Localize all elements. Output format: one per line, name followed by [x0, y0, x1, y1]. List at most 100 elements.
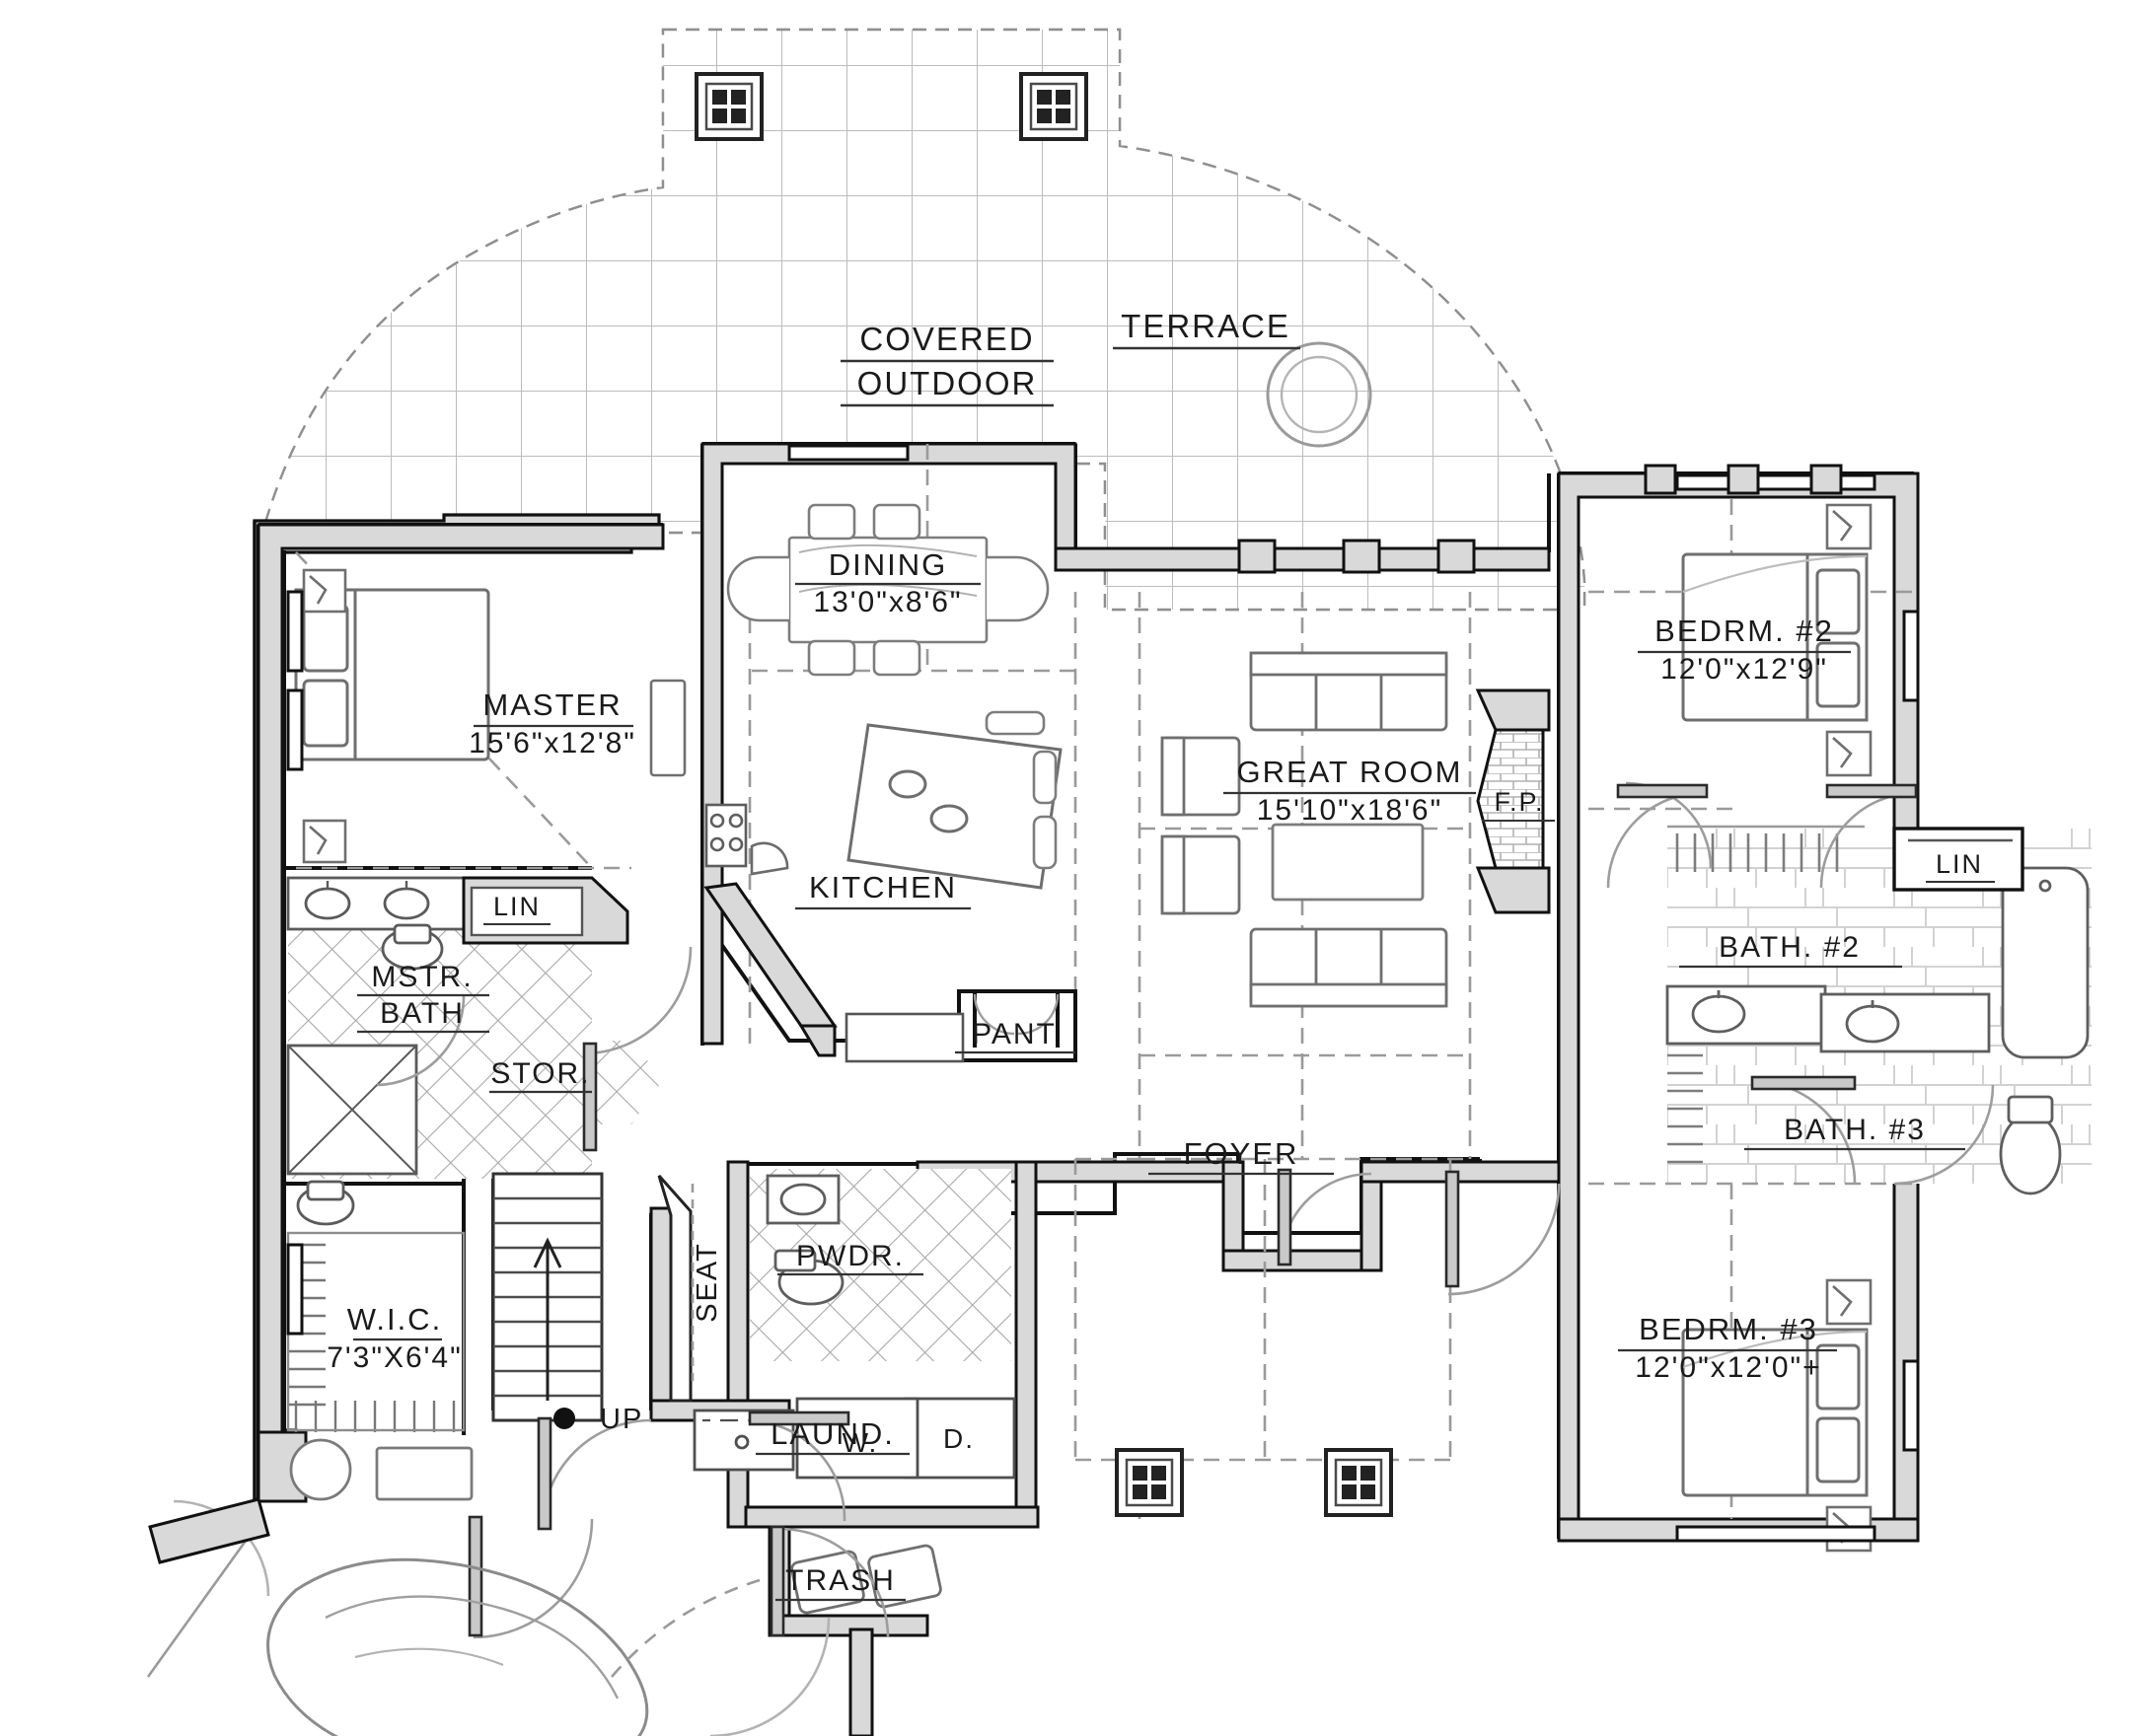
label-powder: PWDR. — [777, 1240, 923, 1276]
svg-text:FOYER: FOYER — [1184, 1136, 1299, 1171]
staircase — [491, 1172, 604, 1422]
label-master-dim: 15'6"x12'8" — [469, 727, 636, 760]
storage-tile — [464, 1041, 663, 1124]
great-room-armchairs — [1160, 736, 1241, 915]
great-room-sofa-bottom — [1249, 927, 1448, 1008]
fireplace — [1475, 688, 1551, 914]
stair-newel — [553, 1408, 575, 1429]
label-mstr-bath: MSTR. BATH — [357, 961, 489, 1034]
label-great-room-dim: 15'10"x18'6" — [1257, 794, 1443, 827]
label-covered-outdoor: COVERED OUTDOOR — [841, 321, 1054, 407]
wall-bands — [257, 442, 1920, 1637]
master-bed — [294, 588, 490, 761]
wic-shelving — [286, 1231, 466, 1432]
master-nightstands — [302, 568, 347, 864]
label-dryer: D. — [943, 1423, 973, 1454]
label-seat: SEAT — [692, 1242, 723, 1323]
svg-text:W.: W. — [843, 1427, 879, 1458]
svg-text:LAUND.: LAUND. — [771, 1416, 895, 1451]
label-dining-dim: 13'0"x8'6" — [813, 586, 962, 618]
terrace-medallion — [1266, 341, 1372, 448]
label-trash: TRASH — [775, 1564, 906, 1602]
terrace-columns — [695, 72, 1088, 141]
bedroom2-nightstands — [1825, 503, 1873, 777]
linen-hall-cabinet — [1892, 827, 2024, 892]
svg-text:PWDR.: PWDR. — [796, 1240, 905, 1272]
bedroom2-bed — [1681, 552, 1869, 722]
svg-text:W.I.C.: W.I.C. — [347, 1302, 442, 1337]
svg-text:KITCHEN: KITCHEN — [809, 870, 957, 904]
kitchen-range — [704, 803, 748, 868]
label-washer: W. — [843, 1427, 879, 1458]
entry-furniture — [289, 1438, 474, 1501]
svg-text:PANT: PANT — [972, 1018, 1057, 1050]
kitchen-island — [846, 723, 1063, 890]
svg-text:MASTER: MASTER — [482, 687, 622, 722]
master-dresser — [649, 679, 687, 777]
svg-text:TRASH: TRASH — [785, 1564, 896, 1597]
svg-text:UP: UP — [600, 1404, 643, 1435]
linen-master-cabinet — [462, 876, 629, 945]
great-room-sofa-top — [1249, 651, 1448, 732]
label-bath: BATH — [380, 997, 465, 1030]
label-bedrm-2: BEDRM. #2 12'0"x12'9" — [1638, 614, 1851, 686]
kitchen-counter — [703, 882, 838, 1057]
label-terrace: TERRACE — [1113, 308, 1300, 350]
svg-text:F.P.: F.P. — [1494, 787, 1544, 817]
garage-wall — [148, 1497, 874, 1736]
beam-markers — [1237, 539, 1476, 574]
label-pantry: PANT — [955, 1018, 1075, 1054]
great-room-coffee-table — [1271, 823, 1425, 902]
svg-text:BEDRM. #3: BEDRM. #3 — [1639, 1312, 1818, 1346]
master-bath-fixtures — [286, 876, 468, 1226]
label-mstr: MSTR. — [371, 961, 473, 993]
bath3-fixtures — [1999, 866, 2090, 1195]
label-up: UP — [600, 1404, 643, 1435]
label-bedrm3-dim: 12'0"x12'0"+ — [1635, 1351, 1821, 1384]
label-foyer: FOYER — [1148, 1136, 1334, 1176]
svg-text:DINING: DINING — [829, 547, 948, 582]
label-master: MASTER 15'6"x12'8" — [469, 687, 636, 760]
right-wing-beams — [1644, 464, 1843, 495]
bedroom3-bed — [1681, 1328, 1869, 1497]
svg-text:LIN: LIN — [493, 892, 541, 921]
kitchen-sink — [750, 841, 789, 876]
foyer-columns — [1115, 1448, 1393, 1517]
label-kitchen: KITCHEN — [795, 870, 971, 910]
svg-text:GREAT ROOM: GREAT ROOM — [1237, 755, 1463, 789]
entry-seat — [657, 1175, 695, 1403]
svg-text:STOR.: STOR. — [490, 1057, 590, 1090]
powder-fixtures — [766, 1174, 845, 1306]
svg-text:BATH. #3: BATH. #3 — [1784, 1114, 1926, 1146]
label-covered: COVERED — [859, 321, 1034, 357]
svg-text:LIN: LIN — [1936, 849, 1983, 879]
patio-grid-fill — [260, 28, 1586, 612]
trash-bins — [790, 1544, 942, 1615]
label-bath-2: BATH. #2 — [1679, 931, 1902, 969]
svg-text:SEAT: SEAT — [692, 1242, 723, 1323]
label-storage: STOR. — [489, 1057, 592, 1094]
door-panels — [468, 783, 1918, 1637]
label-great-room: GREAT ROOM 15'10"x18'6" — [1223, 755, 1476, 827]
bath3-closet — [1667, 1053, 1703, 1164]
label-bedrm2-dim: 12'0"x12'9" — [1660, 653, 1828, 686]
label-lin-master: LIN — [483, 892, 551, 925]
label-dining: DINING 13'0"x8'6" — [795, 547, 981, 618]
label-wic-dim: 7'3"X6'4" — [327, 1341, 463, 1374]
bath2-fixtures — [1665, 984, 1991, 1053]
driveway-car — [266, 1557, 649, 1736]
label-bedrm-3: BEDRM. #3 12'0"x12'0"+ — [1618, 1312, 1837, 1384]
label-wic: W.I.C. 7'3"X6'4" — [327, 1302, 463, 1374]
label-lin-hall: LIN — [1926, 849, 1995, 883]
svg-text:BATH. #2: BATH. #2 — [1719, 931, 1861, 964]
svg-text:BEDRM. #2: BEDRM. #2 — [1654, 614, 1834, 648]
room-labels: COVERED OUTDOOR TERRACE DINING 13'0"x8'6… — [327, 308, 1995, 1602]
kitchen-lower-counter — [845, 1012, 965, 1063]
dining-table — [726, 503, 1050, 677]
label-bath-3: BATH. #3 — [1744, 1114, 1965, 1151]
label-outdoor: OUTDOOR — [857, 365, 1038, 401]
label-laundry: LAUND. — [756, 1416, 910, 1456]
svg-text:TERRACE: TERRACE — [1121, 308, 1290, 344]
